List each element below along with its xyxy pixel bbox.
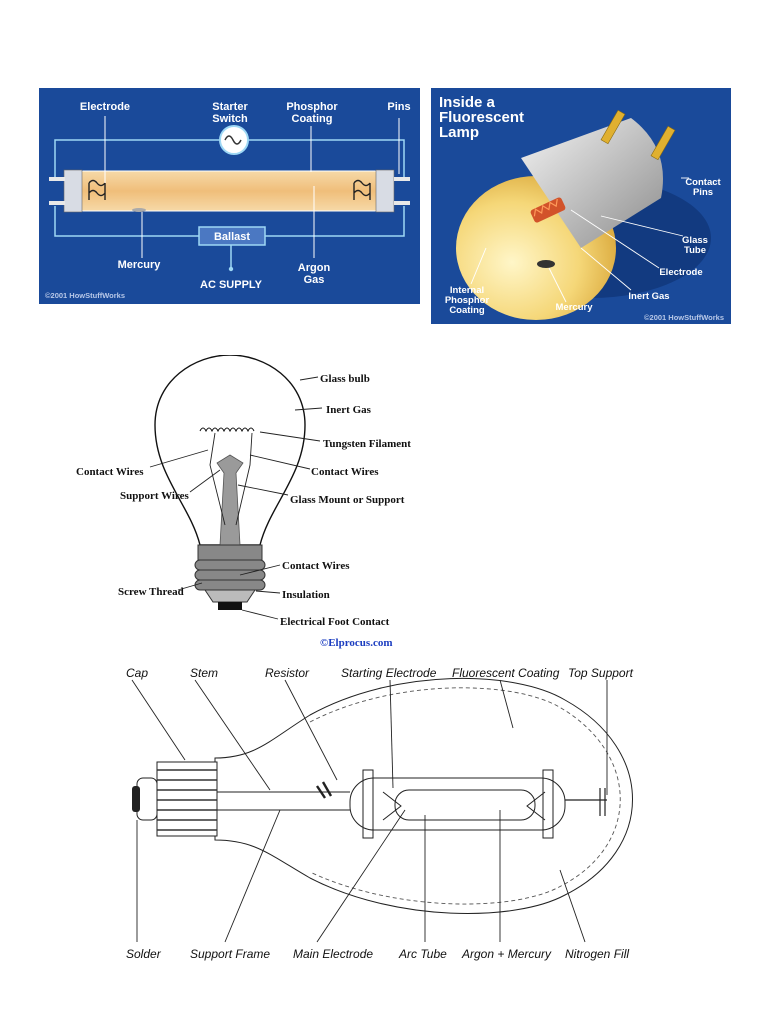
cap-screw-base bbox=[132, 761, 218, 837]
title-line-3: Lamp bbox=[439, 124, 479, 141]
fluorescent-circuit-diagram: Ballast Electrode Starter Switch Phospho… bbox=[39, 88, 420, 304]
arc-tube bbox=[349, 777, 566, 831]
title-line-2: Fluorescent bbox=[439, 109, 524, 126]
argon-label-1: Argon bbox=[298, 262, 331, 274]
insulation-label: Insulation bbox=[282, 589, 330, 601]
phosphor-label-3: Coating bbox=[449, 305, 485, 316]
pins-label: Pins bbox=[387, 101, 410, 113]
end-cap-left bbox=[63, 169, 83, 213]
top-support-label: Top Support bbox=[568, 666, 634, 680]
cap-label: Cap bbox=[126, 666, 148, 680]
ballast-label: Ballast bbox=[214, 231, 250, 243]
fluorescent-coating-line bbox=[309, 687, 621, 905]
electrode-label: Electrode bbox=[80, 101, 130, 113]
argon-mercury-label: Argon + Mercury bbox=[461, 947, 552, 961]
glass-tube-label-2: Tube bbox=[684, 245, 706, 256]
electrode-left-icon bbox=[88, 179, 106, 200]
screw-thread-base bbox=[194, 544, 266, 610]
title-line-1: Inside a bbox=[439, 94, 496, 111]
ac-supply-label: AC SUPPLY bbox=[200, 279, 263, 291]
phosphor-label-2: Coating bbox=[292, 113, 333, 125]
electrode-label: Electrode bbox=[659, 267, 702, 278]
copyright-2: ©2001 HowStuffWorks bbox=[644, 313, 724, 322]
foot-contact-label: Electrical Foot Contact bbox=[280, 616, 390, 628]
arc-tube-label: Arc Tube bbox=[398, 947, 447, 961]
end-cap-right bbox=[375, 169, 395, 213]
mercury-drop bbox=[132, 208, 146, 212]
screw-thread-label: Screw Thread bbox=[118, 586, 184, 598]
copyright-1: ©2001 HowStuffWorks bbox=[45, 291, 125, 300]
starting-electrode-label: Starting Electrode bbox=[341, 666, 437, 680]
solder-label: Solder bbox=[126, 947, 162, 961]
contact-pins-icon bbox=[600, 109, 676, 161]
inert-gas-label: Inert Gas bbox=[326, 404, 372, 416]
resistor-icon bbox=[316, 781, 333, 799]
pins-icon bbox=[49, 177, 410, 205]
inert-gas-label: Inert Gas bbox=[628, 291, 669, 302]
contact-wires-left-label: Contact Wires bbox=[76, 466, 144, 478]
glass-bulb-outline bbox=[154, 355, 306, 546]
contact-pins-label-2: Pins bbox=[693, 187, 713, 198]
metal-halide-lamp-diagram: Cap Stem Resistor Starting Electrode Flu… bbox=[95, 660, 655, 970]
argon-label-2: Gas bbox=[304, 274, 325, 286]
site-credit: ©Elprocus.com bbox=[320, 637, 393, 649]
ballast-box bbox=[198, 226, 266, 246]
tungsten-filament-label: Tungsten Filament bbox=[323, 438, 411, 450]
circuit-wires bbox=[54, 139, 405, 268]
support-frame-label: Support Frame bbox=[190, 947, 270, 961]
electrode-coil-icon bbox=[530, 197, 566, 223]
stem-label: Stem bbox=[190, 666, 218, 680]
glass-bulb-label: Glass bulb bbox=[320, 373, 370, 385]
resistor-label: Resistor bbox=[265, 666, 310, 680]
phosphor-label-1: Phosphor bbox=[286, 101, 338, 113]
mercury-label: Mercury bbox=[556, 302, 594, 313]
metal-cap bbox=[521, 118, 663, 248]
contact-wires-right-label: Contact Wires bbox=[311, 466, 379, 478]
fluorescent-coating-label: Fluorescent Coating bbox=[452, 666, 560, 680]
starter-switch-icon bbox=[219, 125, 249, 155]
mercury-label: Mercury bbox=[118, 259, 162, 271]
glass-mount-label: Glass Mount or Support bbox=[290, 494, 405, 506]
glass-tube bbox=[78, 170, 380, 212]
nitrogen-fill-label: Nitrogen Fill bbox=[565, 947, 629, 961]
starter-label-1: Starter bbox=[212, 101, 248, 113]
support-wires-label: Support Wires bbox=[120, 490, 189, 502]
incandescent-bulb-diagram: Glass bulb Inert Gas Tungsten Filament C… bbox=[60, 355, 440, 655]
phosphor-label-2: Phosphor bbox=[445, 295, 490, 306]
contact-wires-lower-label: Contact Wires bbox=[282, 560, 350, 572]
glass-tube-label-1: Glass bbox=[682, 235, 708, 246]
fluorescent-lamp-cutaway: Inside a Fluorescent Lamp Contact bbox=[431, 88, 731, 324]
electrode-right-icon bbox=[353, 179, 371, 200]
mercury-drop bbox=[537, 260, 555, 268]
phosphor-label-1: Internal bbox=[450, 285, 484, 296]
main-electrode-label: Main Electrode bbox=[293, 947, 373, 961]
tungsten-filament-icon bbox=[199, 427, 255, 433]
starter-label-2: Switch bbox=[212, 113, 248, 125]
contact-pins-label-1: Contact bbox=[685, 177, 721, 188]
